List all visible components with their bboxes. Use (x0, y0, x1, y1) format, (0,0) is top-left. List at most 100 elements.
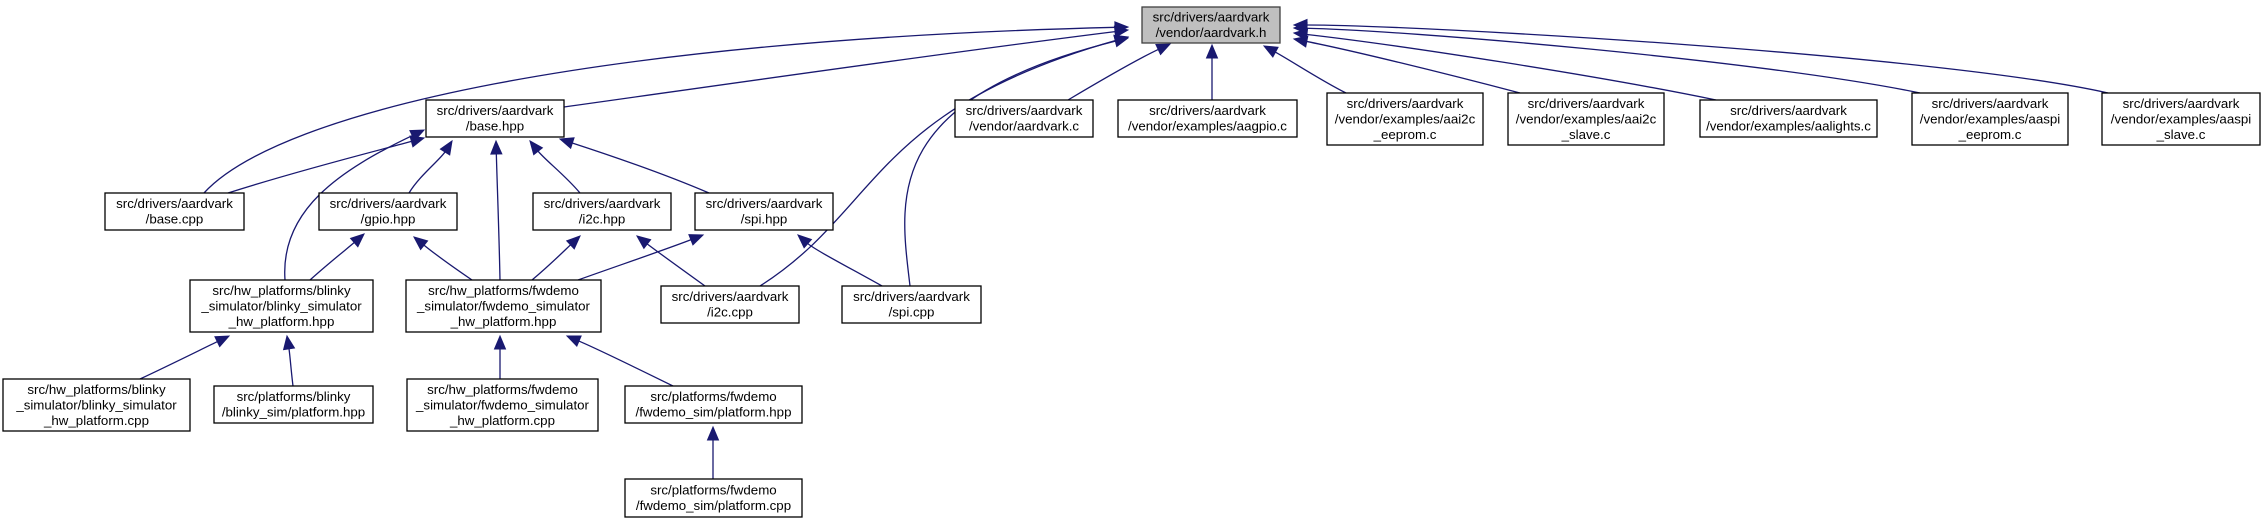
node-spi-cpp[interactable]: src/drivers/aardvark/spi.cpp (841, 285, 982, 324)
node-gpio-hpp[interactable]: src/drivers/aardvark/gpio.hpp (318, 192, 458, 231)
node-label-line: /vendor/examples/aagpio.c (1128, 119, 1287, 134)
node-label-line: /vendor/examples/aalights.c (1706, 119, 1871, 134)
node-blinky-hw-hpp[interactable]: src/hw_platforms/blinky_simulator/blinky… (189, 279, 374, 333)
node-box (694, 192, 834, 231)
node-aagpio-c[interactable]: src/drivers/aardvark/vendor/examples/aag… (1117, 99, 1298, 138)
node-fwdemo-platform-hpp[interactable]: src/platforms/fwdemo/fwdemo_sim/platform… (624, 385, 803, 424)
node-fwdemo-hw-cpp[interactable]: src/hw_platforms/fwdemo_simulator/fwdemo… (406, 378, 599, 432)
arrowhead-icon (688, 234, 705, 246)
node-base-hpp[interactable]: src/drivers/aardvark/base.hpp (425, 99, 565, 138)
node-label-line: /fwdemo_sim/platform.hpp (636, 405, 792, 420)
node-spi-hpp[interactable]: src/drivers/aardvark/spi.hpp (694, 192, 834, 231)
node-label-line: src/drivers/aardvark (1149, 103, 1266, 118)
node-box (104, 192, 245, 231)
node-aaspi-eeprom-c[interactable]: src/drivers/aardvark/vendor/examples/aas… (1911, 92, 2069, 146)
node-box (425, 99, 565, 138)
node-i2c-cpp[interactable]: src/drivers/aardvark/i2c.cpp (660, 285, 800, 324)
edge-line (536, 150, 581, 194)
edge-line (571, 142, 710, 194)
node-box (405, 279, 602, 333)
edge-fwdemo_hw_cpp-to-fwdemo_hw_hpp (493, 334, 507, 380)
edge-fwdemo_platform_cpp-to-fwdemo_platform_hpp (706, 425, 720, 479)
node-label-line: src/drivers/aardvark (1730, 103, 1847, 118)
arrowhead-icon (490, 139, 503, 155)
node-label-line: src/drivers/aardvark (544, 196, 661, 211)
node-label-line: src/drivers/aardvark (966, 103, 1083, 118)
nodes-layer: src/drivers/aardvark/vendor/aardvark.h sr… (2, 6, 2261, 518)
node-label-line: /vendor/examples/aaspi (1920, 111, 2060, 126)
node-box (1699, 99, 1878, 138)
node-box (1911, 92, 2069, 146)
edge-spi_hpp-to-base_hpp (558, 137, 710, 194)
edge-base_hpp-to-aardvark_h (563, 25, 1130, 108)
node-aaspi-slave-c[interactable]: src/drivers/aardvark/vendor/examples/aas… (2101, 92, 2261, 146)
node-blinky-hw-cpp[interactable]: src/hw_platforms/blinky_simulator/blinky… (2, 378, 191, 432)
arrowhead-icon (493, 334, 507, 350)
edge-spi_cpp-to-spi_hpp (797, 234, 883, 287)
edge-line (1305, 33, 1717, 101)
edges-layer (139, 18, 2109, 479)
node-aai2c-eeprom-c[interactable]: src/drivers/aardvark/vendor/examples/aai… (1326, 92, 1484, 146)
edge-line (759, 39, 1117, 287)
node-box (1141, 6, 1281, 44)
node-label-line: _simulator/fwdemo_simulator (415, 397, 589, 412)
edge-line (1274, 51, 1347, 94)
node-box (624, 478, 803, 518)
arrowhead-icon (797, 234, 813, 249)
node-label-line: /i2c.hpp (579, 212, 626, 227)
node-box (1326, 92, 1484, 146)
edge-line (806, 242, 883, 287)
node-label-line: _hw_platform.hpp (228, 314, 335, 329)
edge-aai2c_eeprom_c-to-aardvark_h (1262, 45, 1347, 94)
node-label-line: _eeprom.c (1373, 127, 1437, 142)
arrowhead-icon (1155, 43, 1172, 56)
node-label-line: src/drivers/aardvark (853, 289, 970, 304)
node-label-line: /spi.hpp (741, 212, 788, 227)
node-label-line: _slave.c (1561, 127, 1611, 142)
arrowhead-icon (439, 139, 453, 156)
node-label-line: src/drivers/aardvark (2123, 96, 2240, 111)
edge-aai2c_slave_c-to-aardvark_h (1292, 35, 1521, 94)
edge-line (904, 40, 1117, 287)
node-box (1507, 92, 1665, 146)
node-label-line: src/platforms/fwdemo (650, 389, 776, 404)
node-vendor-aardvark-c[interactable]: src/drivers/aardvark/vendor/aardvark.c (954, 99, 1094, 138)
node-fwdemo-hw-hpp[interactable]: src/hw_platforms/fwdemo_simulator/fwdemo… (405, 279, 602, 333)
arrowhead-icon (1113, 35, 1130, 48)
arrowhead-icon (413, 236, 429, 251)
edge-i2c_hpp-to-base_hpp (529, 139, 581, 194)
node-blinky-platform-hpp[interactable]: src/platforms/blinky/blinky_sim/platform… (213, 385, 374, 424)
node-box (213, 385, 374, 424)
node-base-cpp[interactable]: src/drivers/aardvark/base.cpp (104, 192, 245, 231)
arrowhead-icon (214, 335, 231, 348)
edge-spi_cpp-to-aardvark_h (904, 35, 1130, 287)
node-label-line: /base.hpp (466, 119, 524, 134)
node-label-line: src/drivers/aardvark (1528, 96, 1645, 111)
node-aai2c-slave-c[interactable]: src/drivers/aardvark/vendor/examples/aai… (1507, 92, 1665, 146)
node-label-line: src/drivers/aardvark (672, 289, 789, 304)
arrowhead-icon (635, 235, 652, 250)
edge-line (139, 340, 219, 380)
edge-line (1305, 24, 2109, 94)
node-label-line: _simulator/fwdemo_simulator (416, 298, 590, 313)
node-label-line: src/drivers/aardvark (330, 196, 447, 211)
node-label-line: src/hw_platforms/fwdemo (428, 283, 579, 298)
edge-line (1305, 40, 1521, 94)
node-label-line: src/drivers/aardvark (1932, 96, 2049, 111)
arrowhead-icon (558, 137, 575, 150)
edge-fwdemo_hw_hpp-to-spi_hpp (577, 234, 705, 281)
node-label-line: _slave.c (2156, 127, 2206, 142)
edge-fwdemo_platform_hpp-to-fwdemo_hw_hpp (565, 335, 674, 387)
edge-i2c_cpp-to-i2c_hpp (635, 235, 706, 287)
edge-fwdemo_hw_hpp-to-gpio_hpp (413, 236, 473, 281)
arrowhead-icon (565, 335, 582, 348)
node-box (189, 279, 374, 333)
edge-blinky_platform_hpp-to-blinky_hw_hpp (282, 334, 296, 387)
node-aardvark-h[interactable]: src/drivers/aardvark/vendor/aardvark.h (1141, 6, 1281, 44)
node-aalights-c[interactable]: src/drivers/aardvark/vendor/examples/aal… (1699, 99, 1878, 138)
node-fwdemo-platform-cpp[interactable]: src/platforms/fwdemo/fwdemo_sim/platform… (624, 478, 803, 518)
node-box (1117, 99, 1298, 138)
node-label-line: /vendor/examples/aai2c (1335, 111, 1476, 126)
node-i2c-hpp[interactable]: src/drivers/aardvark/i2c.hpp (532, 192, 672, 231)
edge-fwdemo_hw_hpp-to-i2c_hpp (531, 235, 581, 281)
